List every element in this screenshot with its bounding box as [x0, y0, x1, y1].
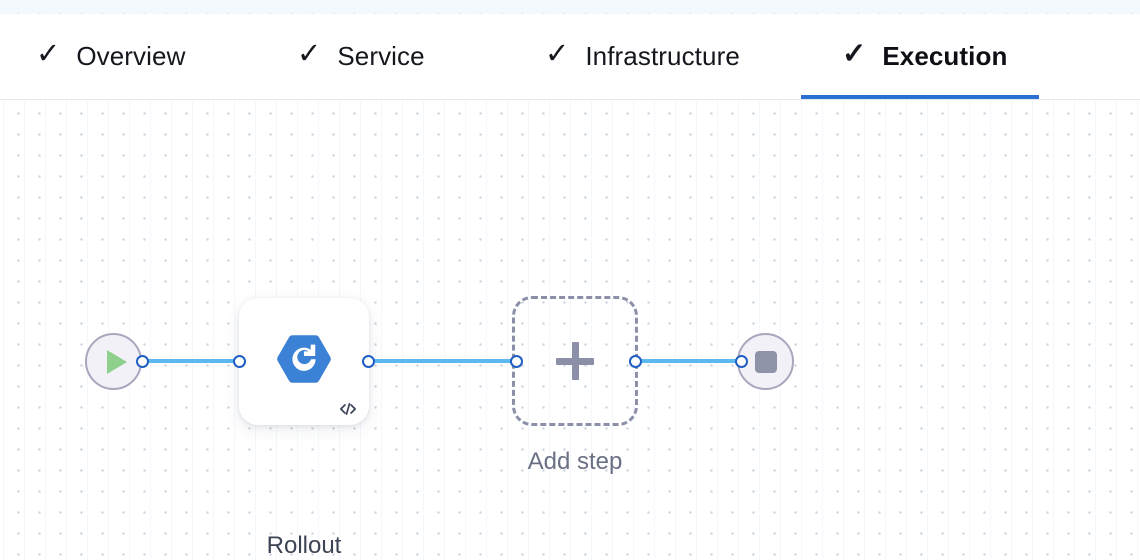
add-step-node[interactable] — [512, 296, 638, 426]
add-step-label: Add step — [527, 448, 623, 475]
check-icon: ✓ — [842, 38, 867, 70]
canvas-dot-strip-top — [0, 0, 1140, 14]
edge-start-to-rollout[interactable] — [140, 359, 246, 363]
handle-add-step-input[interactable] — [510, 355, 523, 368]
tab-service[interactable]: ✓ Service — [261, 14, 509, 99]
tab-service-label: Service — [337, 41, 425, 71]
rollout-deployment-icon — [276, 331, 332, 387]
tab-list: ✓ Overview ✓ Service ✓ Infrastructure ✓ … — [0, 14, 1040, 99]
step-node-rollout-deployment[interactable] — [239, 298, 369, 425]
pipeline-execution-canvas[interactable]: Rollout Deployment Add step — [0, 100, 1140, 560]
edge-rollout-to-add-step[interactable] — [366, 359, 519, 363]
tab-active-underline — [801, 95, 1039, 99]
check-icon: ✓ — [297, 38, 322, 70]
tab-infrastructure[interactable]: ✓ Infrastructure — [509, 14, 799, 99]
tab-execution[interactable]: ✓ Execution — [799, 14, 1040, 99]
play-icon — [106, 349, 127, 374]
pipeline-stage-tabbar: ✓ Overview ✓ Service ✓ Infrastructure ✓ … — [0, 14, 1140, 100]
edge-add-step-to-end[interactable] — [634, 359, 742, 363]
tab-overview[interactable]: ✓ Overview — [0, 14, 261, 99]
handle-rollout-output[interactable] — [362, 355, 375, 368]
start-node[interactable] — [85, 333, 142, 390]
check-icon: ✓ — [36, 38, 61, 70]
step-node-rollout-label-line1: Rollout — [266, 532, 342, 559]
stop-icon — [754, 350, 777, 373]
code-icon — [337, 398, 359, 420]
handle-end-input[interactable] — [735, 355, 748, 368]
plus-icon-vertical — [571, 342, 579, 380]
handle-add-step-output[interactable] — [629, 355, 642, 368]
handle-start-output[interactable] — [136, 355, 149, 368]
step-node-rollout-label: Rollout Deployment — [181, 441, 427, 560]
handle-rollout-input[interactable] — [233, 355, 246, 368]
check-icon: ✓ — [545, 38, 570, 70]
tab-infrastructure-label: Infrastructure — [585, 41, 740, 71]
tab-execution-label: Execution — [882, 41, 1008, 71]
tab-overview-label: Overview — [76, 41, 186, 71]
